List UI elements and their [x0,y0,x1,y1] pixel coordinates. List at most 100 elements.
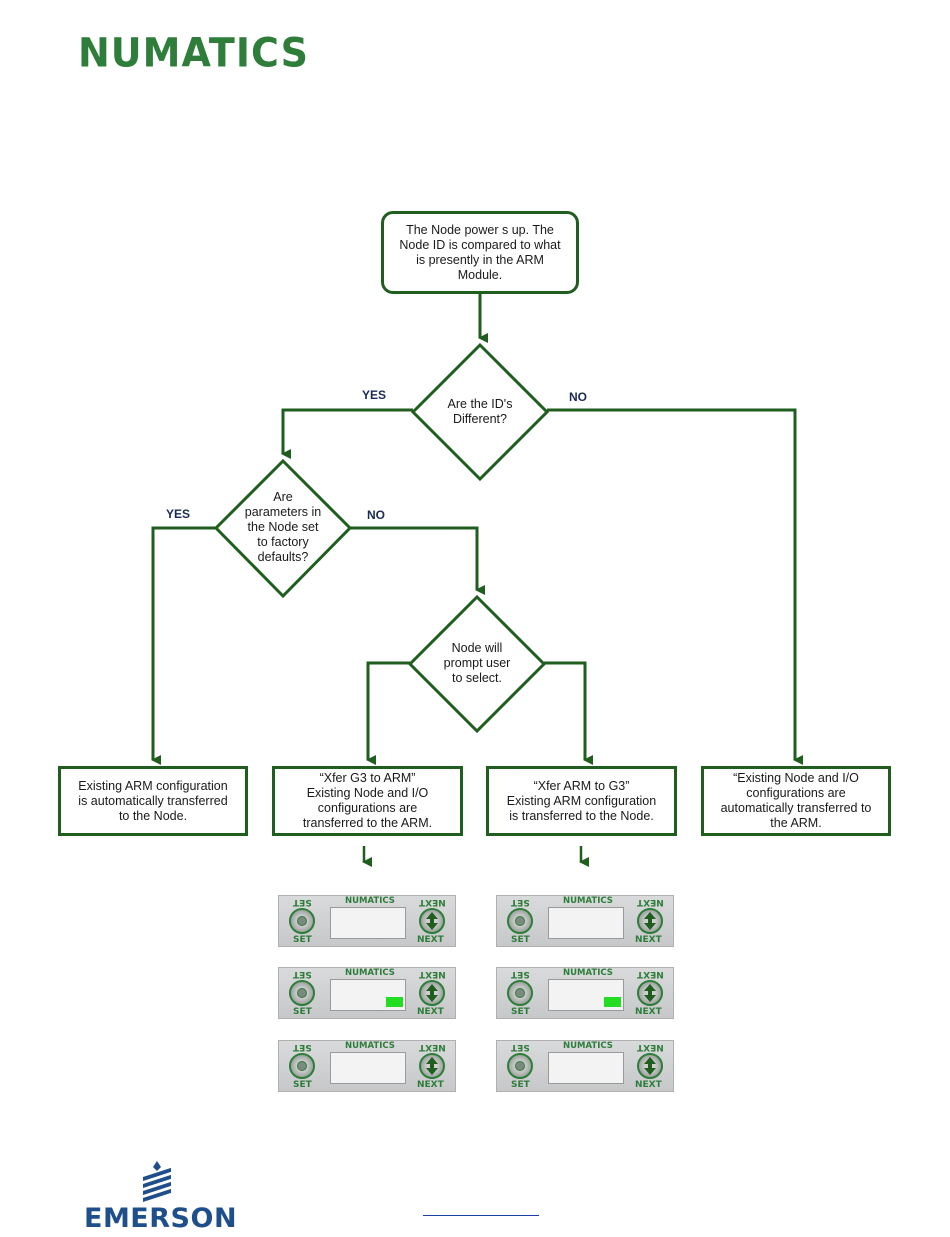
result-box-xfer-g3-to-arm: “Xfer G3 to ARM” Existing Node and I/O c… [272,766,463,836]
decision-diamond-ids [410,342,550,482]
arrow-params-no [350,526,485,595]
next-label-inverted: NEXT [637,897,664,907]
next-label-inverted: NEXT [419,1042,446,1052]
up-down-arrow-icon [426,912,438,930]
arrow-prompt-left [366,661,410,765]
result-line: automatically transferred to [720,801,872,815]
up-down-arrow-icon [644,912,656,930]
next-label: NEXT [635,1080,662,1090]
next-label-inverted: NEXT [637,1042,664,1052]
set-label: SET [293,1007,312,1017]
next-label-inverted: NEXT [419,897,446,907]
set-label: SET [293,1080,312,1090]
decision-params-line: Are [273,489,293,504]
set-button-icon [297,916,307,926]
result-line: Existing ARM configuration [506,793,657,808]
next-button[interactable] [419,980,445,1006]
result-line: “Xfer G3 to ARM” [319,771,416,785]
set-button-icon [297,1061,307,1071]
decision-prompt-line: prompt user [443,655,511,670]
set-button[interactable] [507,1053,533,1079]
result-line: to the Node. [118,808,188,823]
decision-params-line: the Node set [247,519,319,534]
next-button[interactable] [637,908,663,934]
keypad-display [330,979,406,1011]
next-button[interactable] [419,1053,445,1079]
set-button-icon [515,1061,525,1071]
start-line: Module. [457,267,503,282]
keypad-display [548,1052,624,1084]
set-button[interactable] [289,980,315,1006]
set-button[interactable] [289,1053,315,1079]
set-button[interactable] [507,908,533,934]
next-label-inverted: NEXT [637,969,664,979]
decision-params-text: Are parameters in the Node set to factor… [233,487,333,567]
result-line: Existing Node and I/O [306,786,429,800]
arrow-params-yes [151,526,216,765]
result-line: “Existing Node and I/O [733,771,859,785]
result-line: configurations are [317,801,418,815]
set-label: SET [511,1007,530,1017]
decision-diamond-prompt [407,594,547,734]
set-label-inverted: SET [293,897,312,907]
result-line: transferred to the ARM. [302,816,433,830]
result-box-arm-to-node: Existing ARM configuration is automatica… [58,766,248,836]
decision-params-line: defaults? [257,549,309,564]
decision-params-line: parameters in [244,504,322,519]
set-label-inverted: SET [293,969,312,979]
keypad-brand: NUMATICS [563,968,613,978]
next-button[interactable] [637,1053,663,1079]
decision-ids-text: Are the ID's Different? [430,392,530,432]
display-indicator-led [604,997,621,1007]
next-button[interactable] [419,908,445,934]
set-label-inverted: SET [511,1042,530,1052]
next-label: NEXT [417,1007,444,1017]
keypad-brand: NUMATICS [563,1041,613,1051]
set-button[interactable] [289,908,315,934]
keypad-display [548,979,624,1011]
arrow-ids-no [547,408,803,765]
next-button[interactable] [637,980,663,1006]
arrow-ids-yes [281,408,413,459]
next-label: NEXT [635,935,662,945]
result-line: “Xfer ARM to G3” [533,778,630,793]
result-line: is transferred to the Node. [509,808,654,823]
set-label-inverted: SET [511,897,530,907]
start-line: is presently in the ARM [416,252,544,267]
emerson-logo-mark [143,1161,171,1203]
set-button[interactable] [507,980,533,1006]
yes-label-ids: YES [362,388,387,402]
start-box: The Node power s up. The Node ID is comp… [381,211,579,294]
keypad-brand: NUMATICS [563,896,613,906]
decision-ids-line: Different? [453,412,507,426]
yes-label-params: YES [166,507,191,521]
decision-params-line: to factory [257,534,309,549]
keypad-display [330,1052,406,1084]
up-down-arrow-icon [644,984,656,1002]
set-button-icon [515,916,525,926]
keypad-brand: NUMATICS [345,968,395,978]
set-label: SET [293,935,312,945]
result-line: configurations are [746,786,846,800]
decision-prompt-text: Node will prompt user to select. [427,637,527,689]
numatics-logo: NUMATICS [78,29,309,77]
result-box-xfer-arm-to-g3: “Xfer ARM to G3” Existing ARM configurat… [486,766,677,836]
set-button-icon [515,988,525,998]
footer-link-underline[interactable] [423,1215,539,1216]
decision-prompt-line: to select. [451,670,502,685]
next-label: NEXT [417,935,444,945]
start-line: The Node power s up. The [406,222,554,237]
up-down-arrow-icon [426,1057,438,1075]
no-label-ids: NO [569,390,587,404]
result-box-node-to-arm: “Existing Node and I/O configurations ar… [701,766,891,836]
next-label: NEXT [417,1080,444,1090]
no-label-params: NO [367,508,385,522]
set-label-inverted: SET [511,969,530,979]
keypad-display [548,907,624,939]
